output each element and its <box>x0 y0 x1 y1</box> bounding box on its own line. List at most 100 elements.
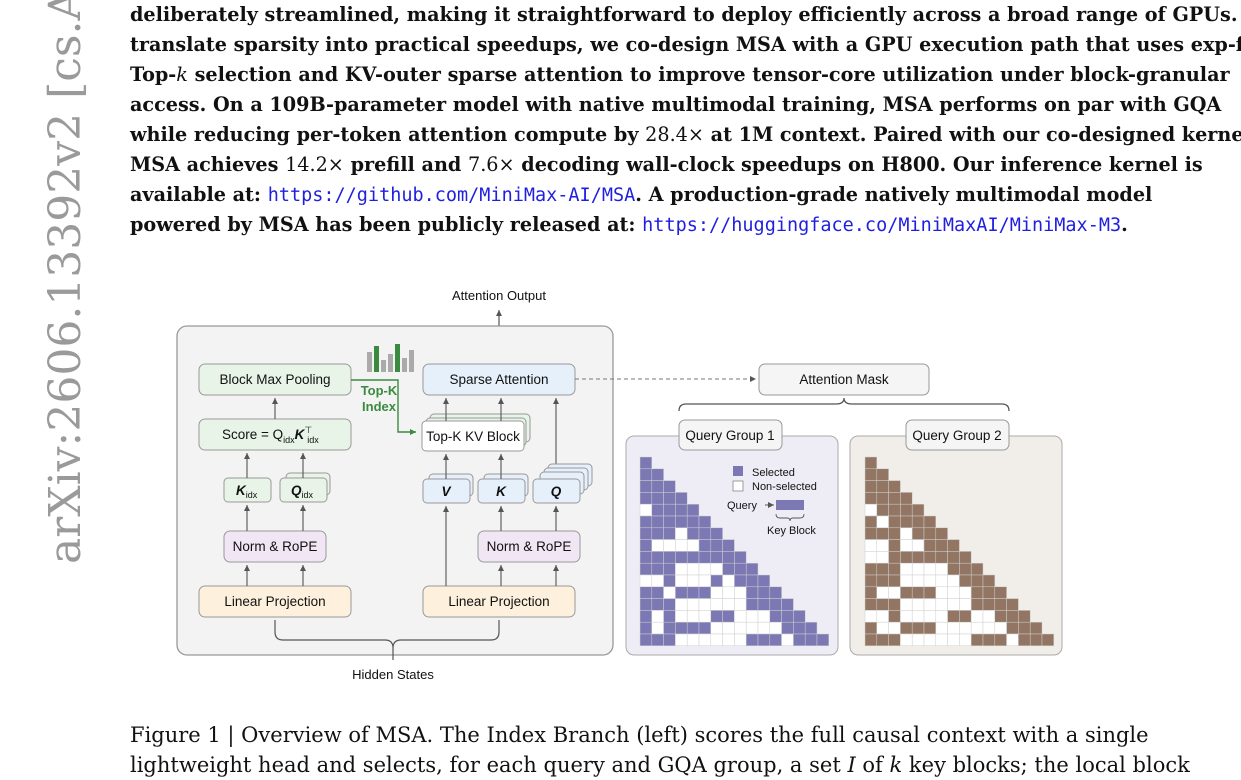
mask-cell <box>757 621 771 635</box>
mask-cell <box>911 503 925 517</box>
attention-output-label: Attention Output <box>452 288 546 303</box>
mask-cell <box>947 610 960 623</box>
mask-cell <box>698 562 712 576</box>
mask-cell <box>781 633 794 647</box>
mask-cell <box>935 610 948 623</box>
mask-cell <box>734 574 747 588</box>
mask-cell <box>651 633 664 647</box>
mask-cell <box>876 527 889 540</box>
text: while reducing per-token attention compu… <box>130 123 646 146</box>
text: lightweight head and selects, for each q… <box>130 753 848 777</box>
mask-cell <box>876 562 889 576</box>
mask-cell <box>935 621 948 635</box>
abstract-line: powered by MSA has been publicly release… <box>130 210 1128 240</box>
mask-cell <box>970 621 984 635</box>
mask-cell <box>959 633 972 647</box>
mask-cell <box>982 598 996 611</box>
mask-cell <box>722 551 735 564</box>
norm-rope-label: Norm & RoPE <box>487 539 572 554</box>
mask-cell <box>663 539 676 552</box>
mask-cell <box>686 562 700 576</box>
mask-cell <box>710 598 723 611</box>
text: selection and KV-outer sparse attention … <box>187 63 1230 86</box>
mask-cell <box>663 551 676 564</box>
mask-cell <box>675 562 688 576</box>
mask-cell <box>888 610 901 623</box>
mask-cell <box>959 610 972 623</box>
mask-cell <box>970 574 984 588</box>
mask-cell <box>982 574 996 588</box>
mask-cell <box>686 621 700 635</box>
mask-cell <box>734 562 747 576</box>
mask-cell <box>900 503 913 517</box>
mask-cell <box>864 610 878 623</box>
mask-cell <box>745 574 759 588</box>
mask-cell <box>888 503 901 517</box>
mask-cell <box>900 492 913 505</box>
mask-cell <box>651 574 664 588</box>
mask-cell <box>900 586 913 599</box>
mask-cell <box>888 492 901 505</box>
mask-cell <box>769 610 782 623</box>
mask-cell <box>970 633 984 647</box>
text: Top- <box>130 63 177 86</box>
mask-cell <box>686 551 700 564</box>
mask-cell <box>663 492 676 505</box>
mask-cell <box>745 610 759 623</box>
mask-cell <box>864 574 878 588</box>
mask-cell <box>663 515 676 529</box>
index-label: Index <box>362 399 397 414</box>
mask-cell <box>876 515 889 529</box>
mask-cell <box>864 551 878 564</box>
mask-cell <box>781 621 794 635</box>
mask-cell <box>900 621 913 635</box>
mask-cell <box>639 598 653 611</box>
mask-cell <box>959 551 972 564</box>
mask-cell <box>888 551 901 564</box>
mask-cell <box>1041 633 1055 647</box>
mask-cell <box>722 586 735 599</box>
mask-cell <box>982 610 996 623</box>
mask-cell <box>876 539 889 552</box>
topk-label: Top-K <box>361 383 398 398</box>
query-group-1-tab <box>678 419 783 451</box>
mask-cell <box>663 633 676 647</box>
mask-cell <box>675 492 688 505</box>
math-number: 28.4× <box>645 123 704 146</box>
text: key blocks; the local block <box>902 753 1190 777</box>
mask-cell <box>864 480 878 493</box>
mask-cell <box>900 633 913 647</box>
mask-cell <box>923 551 937 564</box>
github-link[interactable]: https://github.com/MiniMax-AI/MSA <box>267 185 636 206</box>
mask-cell <box>900 539 913 552</box>
mask-cell <box>734 610 747 623</box>
mask-cell <box>947 621 960 635</box>
mask-cell <box>864 527 878 540</box>
mask-cell <box>639 503 653 517</box>
mask-cell <box>935 539 948 552</box>
mask-cell <box>888 515 901 529</box>
mask-cell <box>793 610 806 623</box>
mask-cell <box>888 562 901 576</box>
abstract-line: while reducing per-token attention compu… <box>130 120 1241 150</box>
k-idx-label: Kidx <box>236 483 258 500</box>
math-number: 7.6× <box>468 153 515 176</box>
mask-cell <box>947 633 960 647</box>
mask-cell <box>959 621 972 635</box>
mask-cell <box>722 633 735 647</box>
mask-cell <box>698 621 712 635</box>
mask-cell <box>675 539 688 552</box>
text: . A production-grade natively multimodal… <box>635 183 1153 206</box>
abstract-line: Top-k selection and KV-outer sparse atte… <box>130 60 1230 90</box>
mask-cell <box>663 527 676 540</box>
query-group-2-tab <box>905 419 1010 451</box>
bar-chart-icon <box>367 344 414 372</box>
huggingface-link[interactable]: https://huggingface.co/MiniMaxAI/MiniMax… <box>642 215 1122 236</box>
mask-cell <box>911 633 925 647</box>
mask-cell <box>876 598 889 611</box>
mask-cell <box>947 574 960 588</box>
mask-cell <box>686 515 700 529</box>
mask-cell <box>710 610 723 623</box>
mask-cell <box>876 551 889 564</box>
mask-cell <box>675 503 688 517</box>
